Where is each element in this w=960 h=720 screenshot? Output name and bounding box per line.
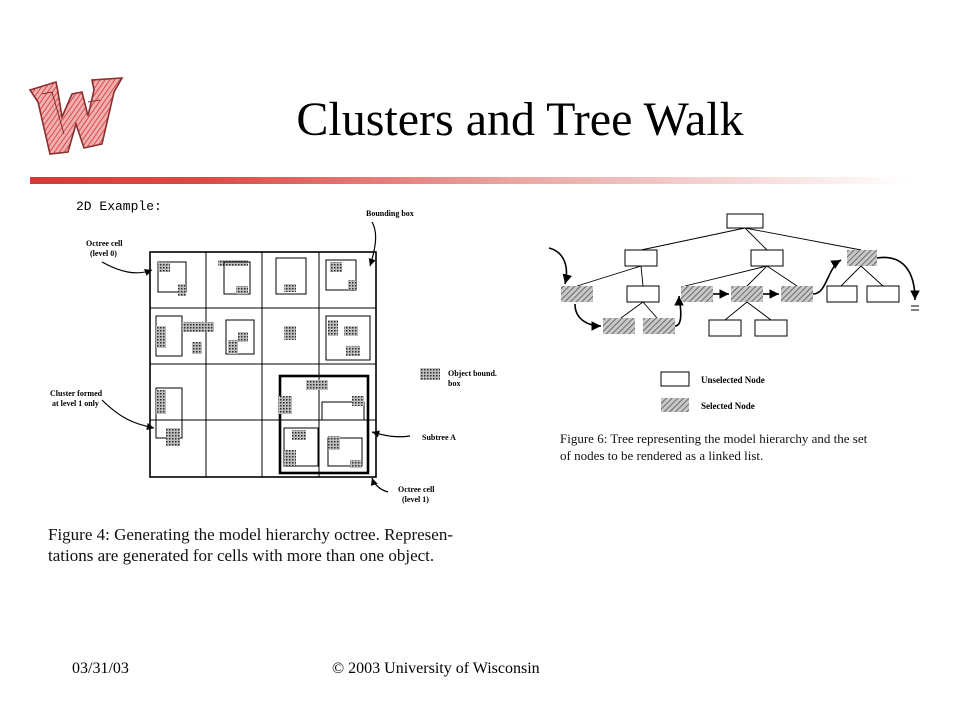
figure4-caption-line1: Figure 4: Generating the model hierarchy… [48, 525, 454, 544]
label-object-bound: Object bound. [448, 369, 497, 378]
tree-nodes [561, 213, 900, 337]
label-bounding-box: Bounding box [366, 209, 414, 218]
tree-node-selected [681, 286, 713, 302]
tree-node-selected [781, 286, 813, 302]
university-w-logo [28, 77, 124, 155]
label-octree-cell-0-level: (level 0) [90, 249, 117, 258]
legend-selected-swatch [661, 398, 689, 412]
tree-node-selected [643, 318, 675, 334]
tree-node [826, 285, 858, 303]
figure4-caption-line2: tations are generated for cells with mor… [48, 546, 435, 565]
legend-unselected-label: Unselected Node [701, 375, 765, 385]
tree-node-selected [847, 250, 877, 266]
figure4-heading: 2D Example: [76, 199, 162, 214]
octree-grid [149, 251, 377, 478]
tree-node-selected [603, 318, 635, 334]
label-subtree-a: Subtree A [422, 433, 456, 442]
label-cluster-level: at level 1 only [52, 399, 99, 408]
object-bounding-boxes [155, 257, 440, 468]
legend-object-bound-box [420, 368, 440, 380]
label-object-bound-box: box [448, 379, 460, 388]
figure4-octree-diagram: 2D Example: [50, 199, 497, 504]
label-octree-cell-1-level: (level 1) [402, 495, 429, 504]
tree-node-selected [731, 286, 763, 302]
tree-node [750, 249, 784, 267]
label-octree-cell-1: Octree cell [398, 485, 435, 494]
tree-node [624, 249, 658, 267]
figure6-caption: Figure 6: Tree representing the model hi… [560, 430, 940, 464]
tree-node [708, 319, 742, 337]
figure6-caption-line1: Figure 6: Tree representing the model hi… [560, 431, 868, 446]
tree-edges [576, 227, 884, 321]
footer-copyright: © 2003 University of Wisconsin [332, 660, 540, 677]
legend-selected-label: Selected Node [701, 401, 755, 411]
tree-node [626, 285, 660, 303]
linked-list-arrows [548, 247, 920, 331]
tree-node-selected [561, 286, 593, 302]
figure6-caption-line2: of nodes to be rendered as a linked list… [560, 448, 764, 463]
legend-unselected-swatch [660, 371, 690, 387]
figure6-tree-diagram: Unselected Node Selected Node [548, 213, 920, 412]
figure4-caption: Figure 4: Generating the model hierarchy… [48, 524, 538, 566]
tree-node-root [726, 213, 764, 229]
tree-node [866, 285, 900, 303]
label-cluster-formed: Cluster formed [50, 389, 103, 398]
title-divider [30, 177, 910, 184]
label-octree-cell-0: Octree cell [86, 239, 123, 248]
slide-title: Clusters and Tree Walk [296, 93, 744, 146]
tree-node [754, 319, 788, 337]
list-terminator [911, 305, 919, 311]
footer-date: 03/31/03 [72, 660, 129, 677]
